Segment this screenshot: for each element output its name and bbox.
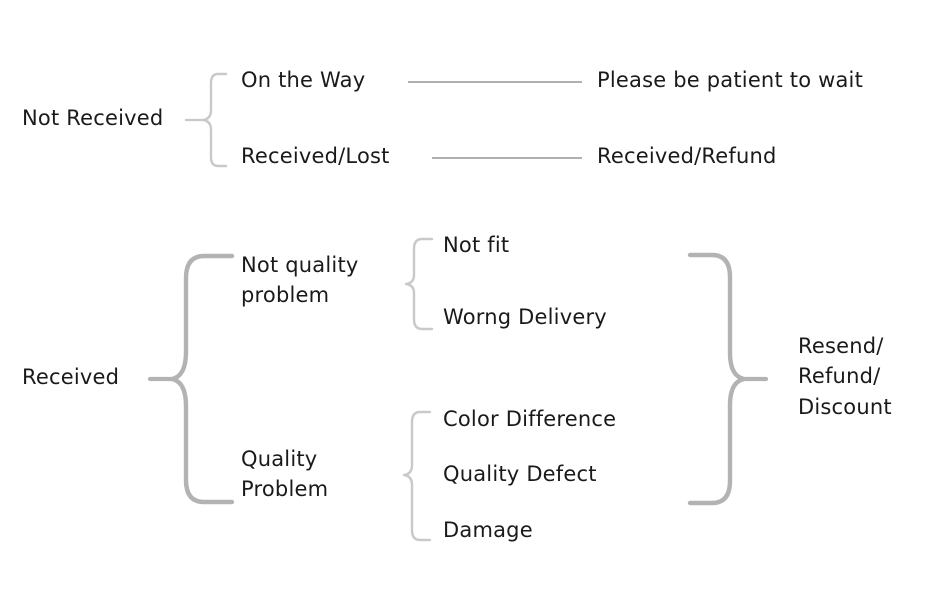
node-on-the-way[interactable]: On the Way bbox=[241, 68, 366, 92]
brace-received bbox=[169, 253, 235, 505]
node-outcome-on-the-way[interactable]: Please be patient to wait bbox=[597, 68, 864, 92]
node-worng-delivery[interactable]: Worng Delivery bbox=[443, 305, 607, 329]
node-color-difference[interactable]: Color Difference bbox=[443, 407, 617, 431]
node-received-lost[interactable]: Received/Lost bbox=[241, 144, 390, 168]
node-quality-problem[interactable]: Quality Problem bbox=[241, 447, 329, 502]
node-outcome-received-lost[interactable]: Received/Refund bbox=[597, 144, 777, 168]
node-not-received[interactable]: Not Received bbox=[22, 106, 164, 130]
brace-not-received bbox=[201, 72, 228, 168]
node-not-fit[interactable]: Not fit bbox=[443, 233, 510, 257]
node-not-quality-problem[interactable]: Not quality problem bbox=[241, 253, 359, 308]
brace-outcome-collector bbox=[687, 252, 747, 506]
node-received[interactable]: Received bbox=[22, 365, 120, 389]
node-damage[interactable]: Damage bbox=[443, 518, 533, 542]
brace-not-quality-problem bbox=[404, 237, 434, 331]
node-quality-defect[interactable]: Quality Defect bbox=[443, 462, 597, 486]
node-outcome-resend-refund-discount[interactable]: Resend/ Refund/ Discount bbox=[798, 334, 892, 419]
brace-quality-problem bbox=[402, 410, 432, 542]
